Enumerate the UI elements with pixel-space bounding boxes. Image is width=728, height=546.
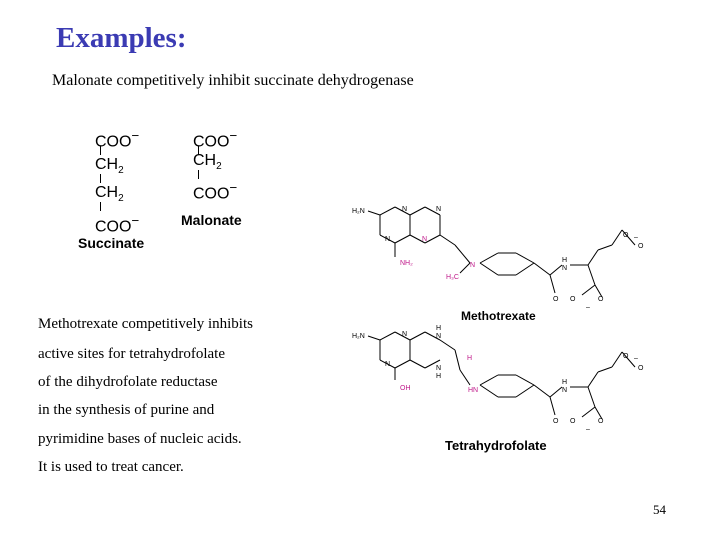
mtx-h: H	[562, 257, 567, 264]
thf-o2: O	[638, 365, 644, 372]
body-line-6: It is used to treat cancer.	[38, 459, 184, 475]
mtx-n-amide: N	[562, 265, 567, 272]
thf-o1: O	[623, 353, 629, 360]
mtx-h2n: H₂N	[352, 208, 365, 215]
page-number: 54	[653, 502, 666, 517]
mtx-o5: O	[598, 296, 604, 303]
thf-hn: HN	[468, 387, 478, 394]
bond	[198, 170, 199, 179]
body-line-2: active sites for tetrahydrofolate	[38, 346, 226, 362]
body-line-5: pyrimidine bases of nucleic acids.	[38, 431, 242, 447]
succinate-coo-top: COO−	[95, 128, 140, 151]
bond	[100, 174, 101, 183]
thf-o5: O	[598, 418, 604, 425]
body-line-4: in the synthesis of purine and	[38, 402, 215, 418]
succinate-label: Succinate	[78, 235, 145, 251]
thf-h-mag: H	[467, 355, 472, 362]
mtx-nh2: NH₂	[400, 260, 413, 267]
thf-n1: N	[402, 331, 407, 338]
succinate-ch2-1: CH2	[95, 156, 124, 177]
body-line-1: Methotrexate competitively inhibits	[38, 316, 253, 332]
thf-n3: N	[385, 361, 390, 368]
mtx-o1: O	[623, 232, 629, 239]
thf-n2: N	[436, 333, 441, 340]
malonate-coo-top: COO−	[193, 128, 238, 151]
thf-h2: H	[436, 373, 441, 380]
mtx-o4: O	[570, 296, 576, 303]
thf-h3: H	[562, 379, 567, 386]
thf-o3: O	[553, 418, 559, 425]
thf-n4: N	[436, 365, 441, 372]
bond	[100, 202, 101, 211]
mtx-o3: O	[553, 296, 559, 303]
tetrahydrofolate-label: Tetrahydrofolate	[445, 438, 547, 453]
thf-minus1: –	[634, 355, 638, 362]
malonate-ch2: CH2	[193, 152, 222, 173]
mtx-n-mag: N	[422, 236, 427, 243]
thf-h1: H	[436, 325, 441, 332]
mtx-h3c: H₃C	[446, 274, 459, 281]
methotrexate-structure: H₂N N N N O O – H N O O O – N NH₂ H₃C N	[352, 206, 644, 311]
mtx-n3: N	[385, 236, 390, 243]
slide-subtitle: Malonate competitively inhibit succinate…	[52, 72, 414, 89]
mtx-minus2: –	[586, 304, 590, 311]
mtx-minus1: –	[634, 234, 638, 241]
body-line-3: of the dihydrofolate reductase	[38, 374, 218, 390]
thf-minus2: –	[586, 426, 590, 433]
succinate-coo-bottom: COO−	[95, 213, 140, 236]
thf-h2n: H₂N	[352, 333, 365, 340]
mtx-n1: N	[402, 206, 407, 213]
thf-n-amide: N	[562, 387, 567, 394]
malonate-coo-bottom: COO−	[193, 180, 238, 203]
thf-o4: O	[570, 418, 576, 425]
thf-oh: OH	[400, 385, 411, 392]
mtx-o2: O	[638, 243, 644, 250]
tetrahydrofolate-structure: H₂N N H N N N H O O – H N O O O – OH H H…	[352, 325, 644, 433]
bond	[198, 146, 199, 155]
bond	[100, 146, 101, 155]
mtx-n2: N	[436, 206, 441, 213]
mtx-n-mag2: N	[470, 262, 475, 269]
malonate-label: Malonate	[181, 212, 242, 228]
slide-title: Examples:	[56, 22, 187, 54]
methotrexate-label: Methotrexate	[461, 309, 536, 323]
succinate-ch2-2: CH2	[95, 184, 124, 205]
